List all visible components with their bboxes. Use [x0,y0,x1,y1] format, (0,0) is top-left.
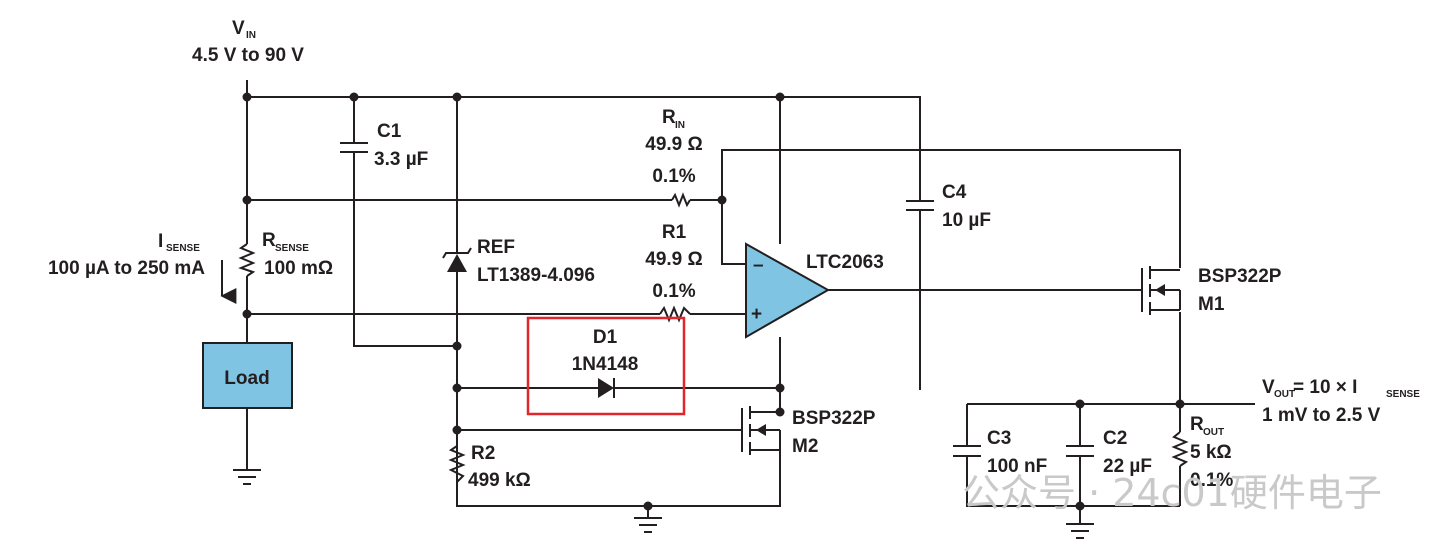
zener-icon [447,254,467,272]
mosfet-m1: BSP322P M1 [1141,266,1282,315]
r1-tol: 0.1% [652,281,695,302]
rin-tol: 0.1% [652,166,695,187]
m1-arrow-icon [1155,284,1165,296]
rsense-ref: R [262,230,276,251]
m2-ref: M2 [792,436,818,457]
rsense-sub: SENSE [275,243,309,254]
ref-ref: REF [477,237,515,258]
diode-icon [598,378,614,398]
c1-ref: C1 [377,121,402,142]
rout-tol: 0.1% [1190,470,1233,491]
load-label: Load [224,368,269,389]
rin-value: 49.9 Ω [645,134,703,155]
zener-ref: REF LT1389-4.096 [442,237,595,286]
capacitor-c1: C1 3.3 µF [340,121,428,170]
highlight-box [526,316,686,416]
load-block: Load [202,342,293,409]
isense-name: I [158,231,163,252]
ground-right-icon [1066,523,1094,539]
r2-value: 499 kΩ [468,470,531,491]
vout-range: 1 mV to 2.5 V [1262,405,1381,426]
capacitor-c3: C3 100 nF [953,428,1047,477]
c4-value: 10 µF [942,210,991,231]
r2-ref: R2 [471,443,495,464]
ground-left-icon [233,469,261,485]
diode-d1: D1 1N4148 [526,316,686,416]
vin-sub: IN [246,30,256,41]
rout-ref: R [1190,414,1204,435]
capacitor-c4: C4 10 µF [906,182,991,231]
c2-ref: C2 [1103,428,1127,449]
m2-arrow-icon [756,424,766,436]
c3-ref: C3 [987,428,1011,449]
resistor-rsense: R SENSE 100 mΩ [238,230,333,279]
opamp-triangle [745,242,831,339]
vout-name: V [1262,377,1275,398]
opamp-plus: + [751,304,762,325]
rsense-value: 100 mΩ [264,258,333,279]
opamp-ltc2063: – + LTC2063 [745,242,884,339]
c1-value: 3.3 µF [374,149,428,170]
vout-eq-sub: SENSE [1386,389,1420,400]
junctions [242,92,1185,511]
r1-ref: R1 [662,222,687,243]
resistor-r2: R2 499 kΩ [448,443,531,491]
m1-ref: M1 [1198,294,1225,315]
isense-sub: SENSE [166,243,200,254]
capacitor-c2: C2 22 µF [1066,428,1152,477]
ground-mid-icon [634,517,662,533]
resistor-rin: R IN 49.9 Ω 0.1% [645,107,703,208]
c4-ref: C4 [942,182,967,203]
vout-sub: OUT [1274,389,1295,400]
c2-value: 22 µF [1103,456,1152,477]
watermark: 公众号 · 24c01硬件电子 [962,471,1382,515]
opamp-part: LTC2063 [806,252,884,273]
d1-ref: D1 [593,327,618,348]
isense-range: 100 µA to 250 mA [48,258,205,279]
vin-range: 4.5 V to 90 V [192,45,304,66]
rout-sub: OUT [1203,427,1224,438]
d1-part: 1N4148 [572,354,639,375]
r1-value: 49.9 Ω [645,249,703,270]
vin-name: V [232,18,245,39]
resistor-rout: R OUT 5 kΩ 0.1% [1171,414,1233,491]
vout-eq: = 10 × I [1293,377,1357,398]
opamp-minus: – [753,255,764,276]
vin-label: V IN 4.5 V to 90 V [192,18,304,66]
m2-part: BSP322P [792,408,876,429]
rout-value: 5 kΩ [1190,442,1232,463]
c3-value: 100 nF [987,456,1047,477]
ref-part: LT1389-4.096 [477,265,595,286]
vout-label: V OUT = 10 × I SENSE 1 mV to 2.5 V [1262,377,1420,426]
rin-ref: R [662,107,676,128]
isense-label: I SENSE 100 µA to 250 mA [48,231,237,304]
resistor-r1: R1 49.9 Ω 0.1% [645,222,703,323]
m1-part: BSP322P [1198,266,1282,287]
mosfet-m2: BSP322P M2 [741,406,876,457]
rin-sub: IN [675,120,685,131]
load-box [202,342,293,409]
